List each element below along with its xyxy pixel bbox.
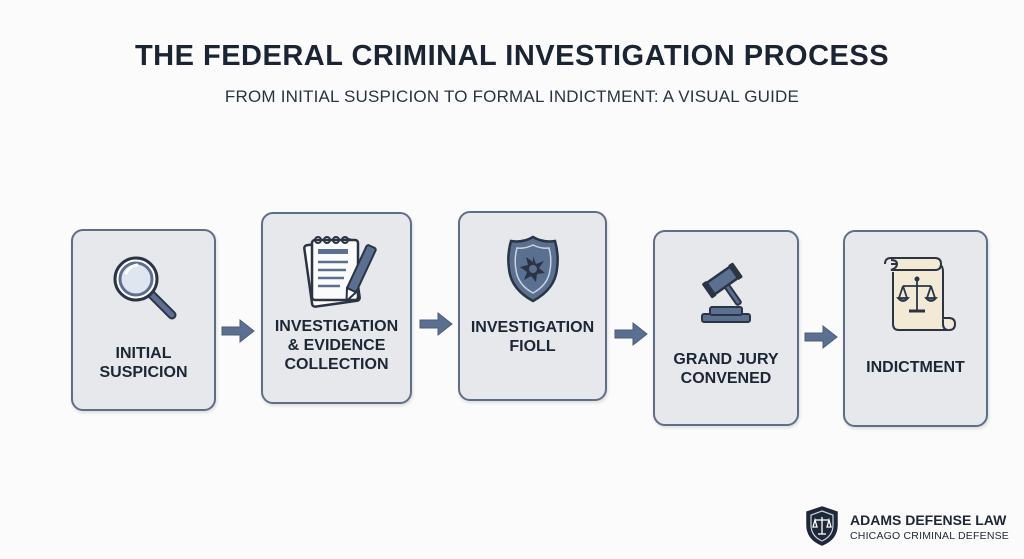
step-initial-suspicion: INITIAL SUSPICION	[71, 229, 216, 411]
scroll-scales-icon	[845, 254, 986, 336]
arrow-right-icon	[803, 324, 839, 355]
step-label: GRAND JURY CONVENED	[673, 351, 779, 387]
page-title: THE FEDERAL CRIMINAL INVESTIGATION PROCE…	[134, 40, 890, 72]
brand-tagline: CHICAGO CRIMINAL DEFENSE	[850, 530, 1010, 542]
notepad-pen-icon	[263, 232, 410, 312]
arrow-right-icon	[220, 318, 256, 349]
step-indictment: INDICTMENT	[843, 230, 988, 427]
page-subtitle: FROM INITIAL SUSPICION TO FORMAL INDICTM…	[224, 87, 800, 106]
step-label: INVESTIGATION FIOLL	[470, 319, 595, 355]
step-investigation-fioll: INVESTIGATION FIOLL	[458, 211, 607, 401]
step-label: INITIAL SUSPICION	[99, 345, 188, 381]
step-investigation-evidence: INVESTIGATION & EVIDENCE COLLECTION	[261, 212, 412, 404]
arrow-right-icon	[613, 321, 649, 352]
shield-scales-icon	[804, 505, 840, 552]
step-label: INVESTIGATION & EVIDENCE COLLECTION	[274, 318, 399, 373]
gavel-icon	[655, 258, 797, 330]
step-grand-jury: GRAND JURY CONVENED	[653, 230, 799, 426]
magnifying-glass-icon	[73, 251, 214, 323]
brand-name: ADAMS DEFENSE LAW	[850, 512, 1007, 528]
police-badge-icon	[460, 233, 605, 305]
arrow-right-icon	[418, 311, 454, 342]
step-label: INDICTMENT	[866, 359, 965, 376]
